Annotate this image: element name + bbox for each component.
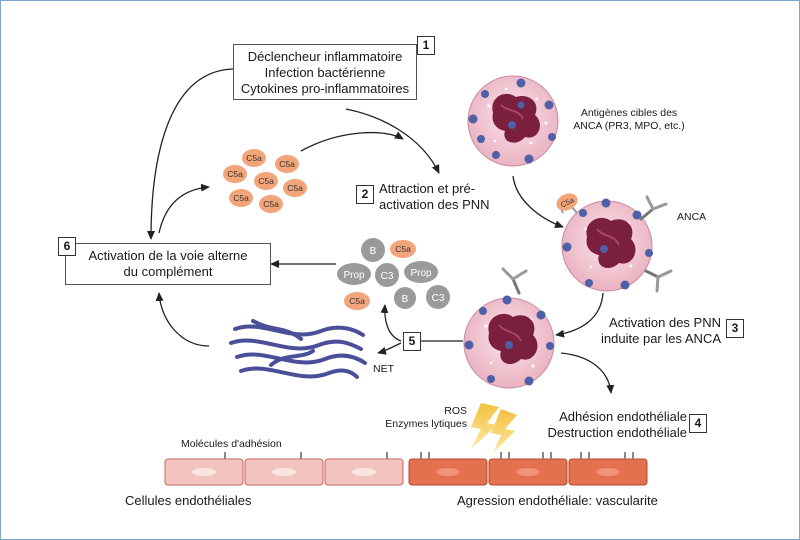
step-2-badge: 2 [356, 185, 374, 204]
ros-label: ROS Enzymes lytiques [371, 405, 467, 431]
endothelial-cell-damaged [568, 458, 648, 486]
arrow-trigger-to-step2 [345, 108, 440, 174]
net-fibers [229, 319, 367, 379]
neutrophil-anca-bound: C5a [556, 193, 673, 293]
endothelial-cell-damaged [408, 458, 488, 486]
complement-activation-box: Activation de la voie alterne du complém… [65, 243, 271, 285]
neutrophil-antigens [467, 75, 559, 167]
c5a-molecule: C5a [242, 149, 266, 167]
anca-label: ANCA [677, 211, 707, 223]
complement-b: B [361, 238, 385, 262]
vasculitis-label: Agression endothéliale: vascularite [457, 493, 658, 508]
c5a-text: C5a [279, 159, 295, 169]
arrow-anca-cell-to-activated [555, 292, 604, 338]
lightning-bolts [471, 403, 517, 453]
c5a-cluster: C5a C5a C5a C5a C5a C5a C5a [223, 149, 307, 213]
step-4-line: Adhésion endothéliale [559, 409, 687, 424]
step-6-line: Activation de la voie alterne [88, 248, 248, 263]
arrow-step5-to-net [377, 342, 402, 355]
endothelial-cells-label: Cellules endothéliales [125, 493, 252, 508]
arrow-activated-to-adhesion [560, 352, 615, 394]
complement-prop-text: Prop [343, 270, 365, 281]
step-5-badge: 5 [403, 332, 421, 351]
step-3-line: Activation des PNN [609, 315, 721, 330]
endothelial-layer [164, 452, 648, 486]
complement-c5a: C5a [390, 240, 416, 258]
complement-c5a-text: C5a [349, 296, 365, 306]
endothelial-cell-damaged [488, 458, 568, 486]
c5a-molecule: C5a [229, 189, 253, 207]
c5a-molecule: C5a [283, 179, 307, 197]
arrow-antigen-to-anca-cell [512, 175, 564, 229]
adhesion-molecules [224, 452, 634, 459]
anca-antibody [639, 195, 668, 221]
arrow-net-to-step6 [155, 292, 210, 347]
arrow-complement-to-c5a [158, 183, 210, 234]
step-2-line: activation des PNN [379, 197, 490, 212]
step-3-label: Activation des PNN induite par les ANCA [571, 315, 721, 347]
endothelial-cell [324, 458, 404, 486]
arrow-c5a-to-step2 [300, 131, 404, 152]
complement-b-text: B [402, 294, 409, 305]
complement-prop-text: Prop [410, 268, 432, 279]
trigger-line: Déclencheur inflammatoire [247, 49, 403, 64]
antigens-line: ANCA (PR3, MPO, etc.) [573, 120, 685, 132]
neutrophil-activated [463, 295, 555, 389]
step-6-badge: 6 [58, 237, 76, 256]
complement-c5a-text: C5a [395, 244, 411, 254]
ros-line: Enzymes lytiques [385, 418, 467, 430]
trigger-line: Infection bactérienne [264, 65, 386, 80]
c5a-molecule: C5a [259, 195, 283, 213]
step-4-badge: 4 [689, 414, 707, 433]
step-4-line: Destruction endothéliale [547, 425, 687, 440]
endothelial-cell [164, 458, 244, 486]
c5a-molecule: C5a [275, 155, 299, 173]
complement-cluster: B C5a Prop C3 Prop C5a B C3 [337, 238, 450, 310]
c5a-text: C5a [258, 176, 274, 186]
complement-b-text: B [370, 246, 377, 257]
complement-c3-text: C3 [432, 293, 445, 304]
c5a-text: C5a [246, 153, 262, 163]
lightning-bolt [491, 409, 517, 453]
endothelial-cell [244, 458, 324, 486]
trigger-box: Déclencheur inflammatoire Infection bact… [233, 44, 417, 100]
step-4-label: Adhésion endothéliale Destruction endoth… [531, 409, 687, 441]
c5a-text: C5a [233, 193, 249, 203]
anca-antibody-free [501, 267, 528, 295]
antigens-label: Antigènes cibles des ANCA (PR3, MPO, etc… [563, 107, 695, 133]
complement-prop: Prop [337, 263, 371, 285]
trigger-line: Cytokines pro-inflammatoires [240, 81, 410, 96]
antigens-line: Antigènes cibles des [580, 107, 678, 119]
complement-c3: C3 [375, 263, 399, 287]
arrow-step5-to-complement [380, 304, 402, 342]
complement-b: B [394, 287, 416, 309]
anca-antibody [644, 269, 673, 293]
bound-c5a: C5a [556, 193, 578, 211]
step-3-badge: 3 [726, 319, 744, 338]
c5a-text: C5a [227, 169, 243, 179]
step-2-line: Attraction et pré- [379, 181, 476, 196]
step-6-line: du complément [123, 264, 213, 279]
step-3-line: induite par les ANCA [601, 331, 721, 346]
complement-c3-text: C3 [381, 271, 394, 282]
complement-c3: C3 [426, 285, 450, 309]
c5a-text: C5a [263, 199, 279, 209]
step-1-badge: 1 [417, 36, 435, 55]
step-2-label: Attraction et pré- activation des PNN [379, 181, 490, 213]
lightning-bolt [471, 403, 499, 449]
complement-prop: Prop [404, 261, 438, 283]
c5a-molecule: C5a [223, 165, 247, 183]
ros-line: ROS [444, 405, 467, 417]
arrow-trigger-to-complement [147, 68, 234, 240]
c5a-text: C5a [287, 183, 303, 193]
net-label: NET [373, 363, 394, 375]
c5a-molecule: C5a [254, 172, 278, 190]
adhesion-molecules-label: Molécules d'adhésion [181, 438, 282, 450]
complement-c5a: C5a [344, 292, 370, 310]
